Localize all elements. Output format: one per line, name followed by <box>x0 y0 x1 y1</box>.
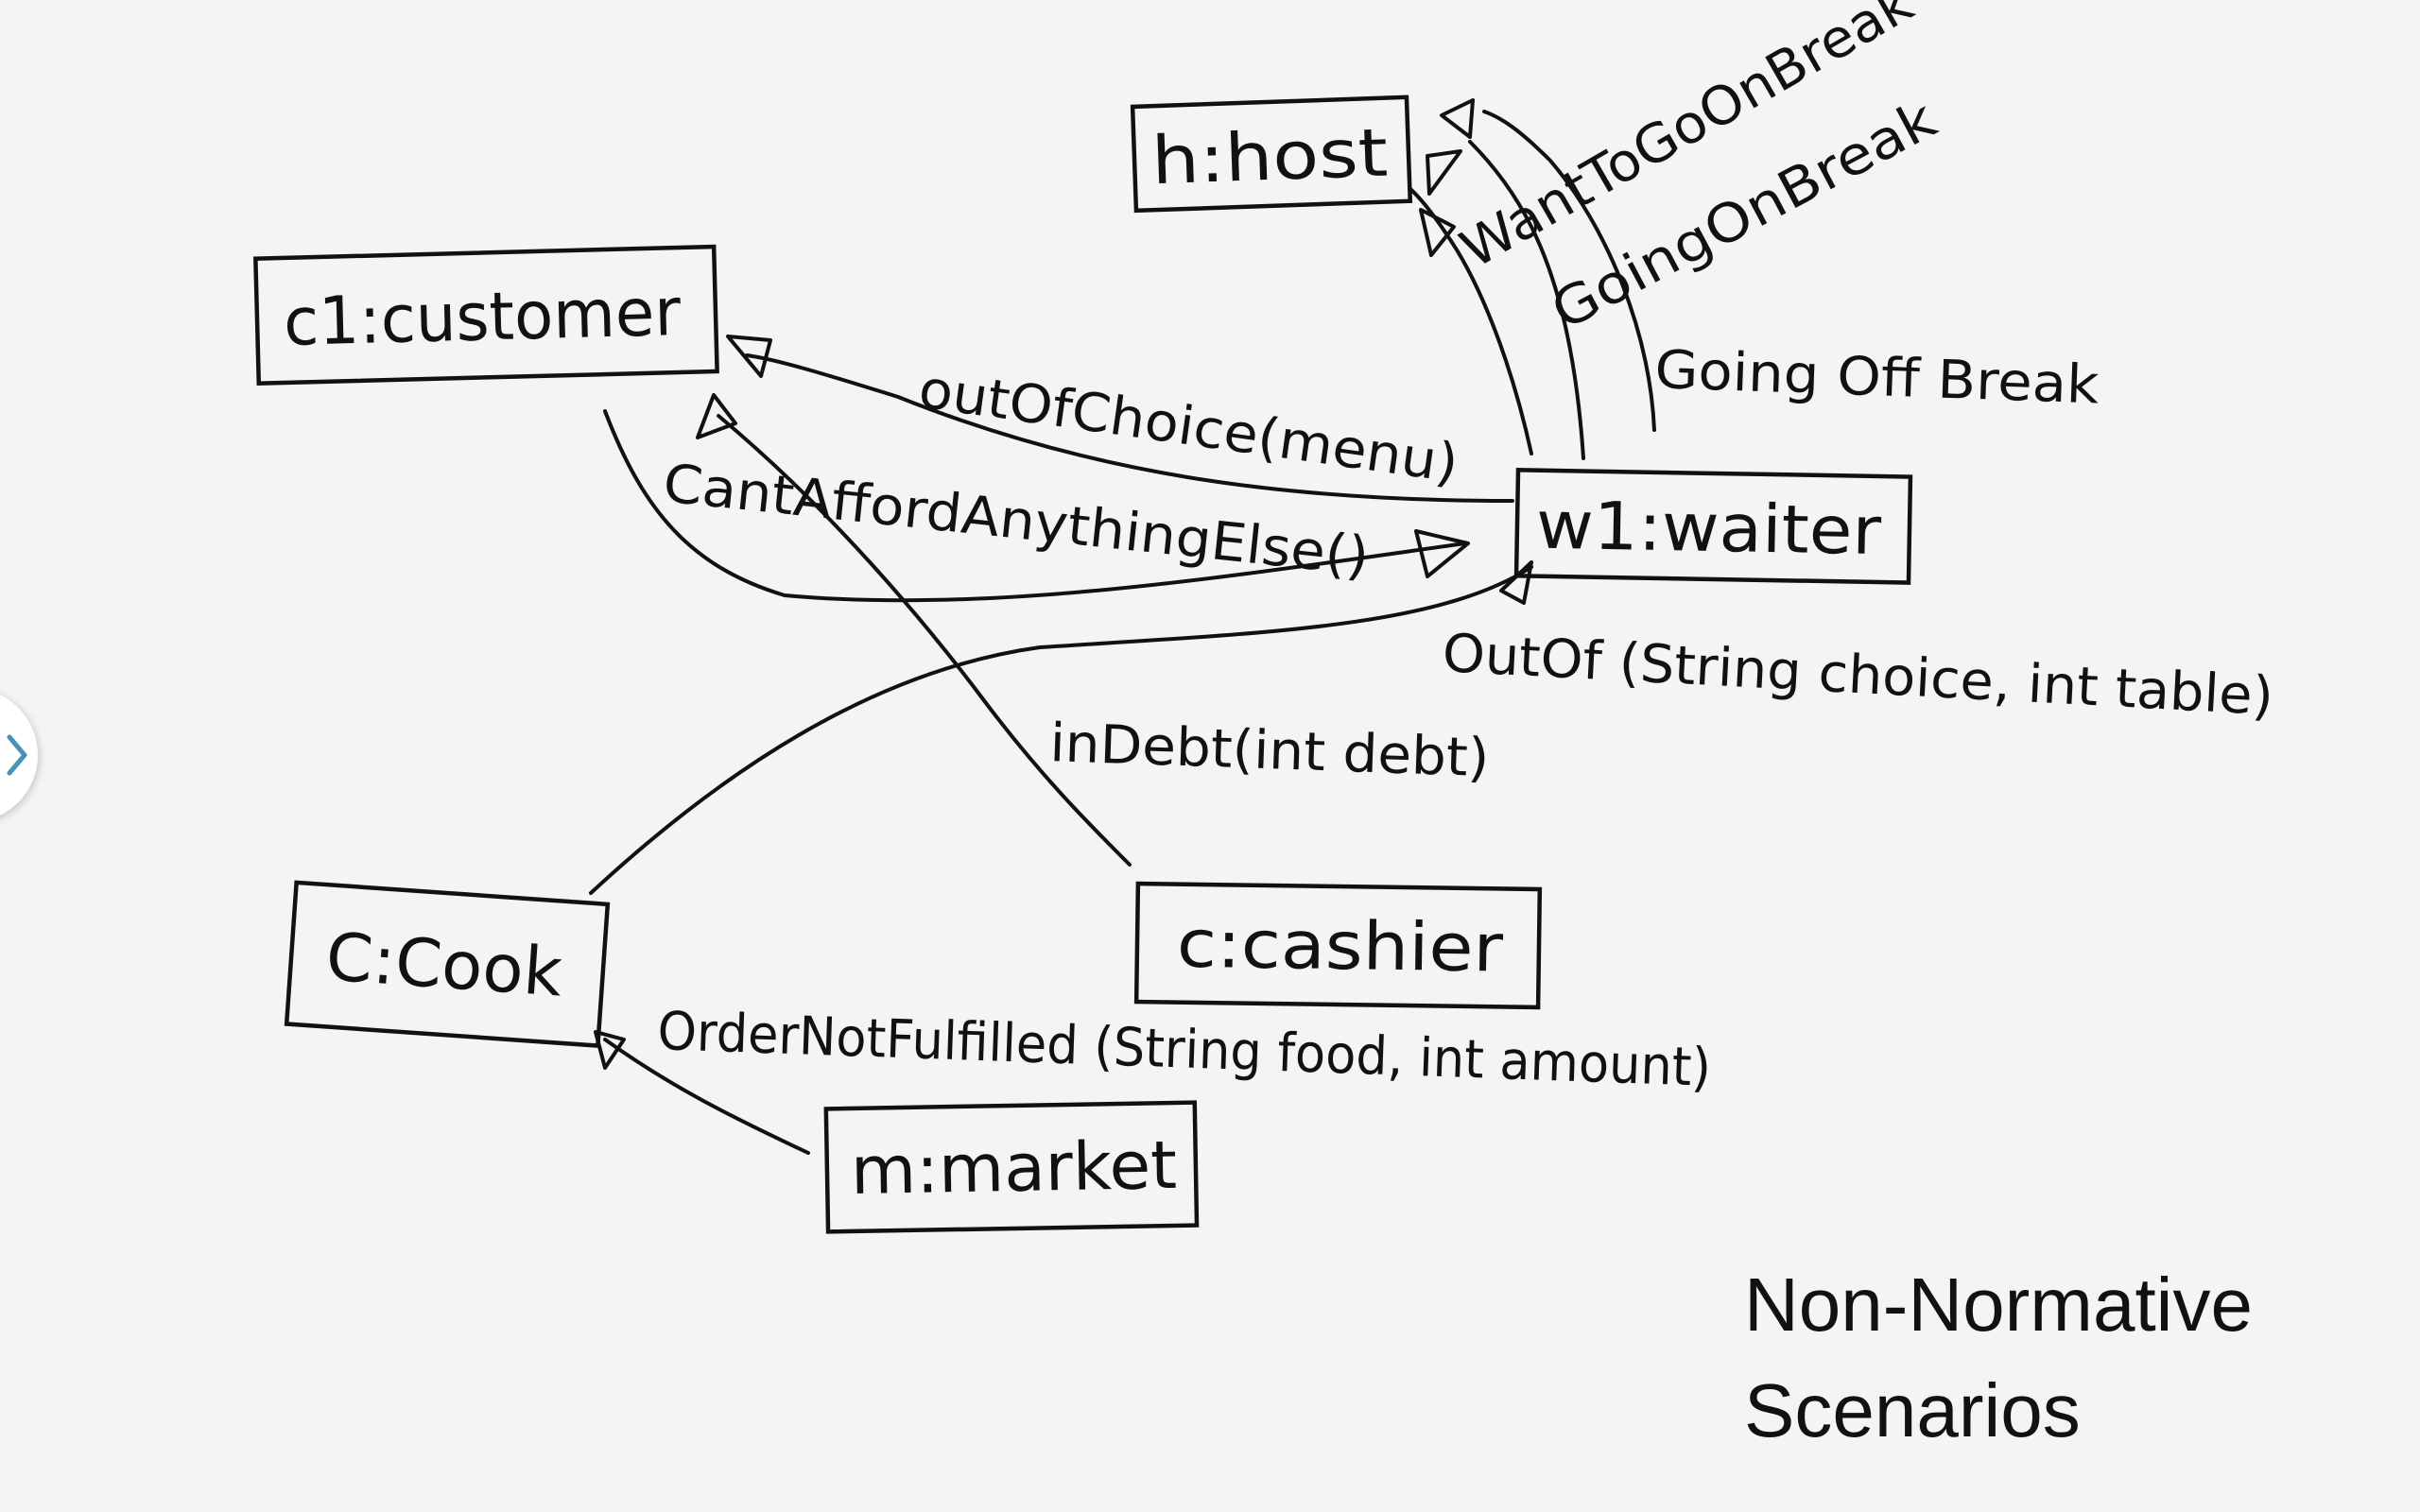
node-waiter[interactable]: w1:waiter <box>1513 468 1913 585</box>
chevron-right-icon <box>7 734 27 776</box>
arrowhead-want-to-go-on-break <box>1419 208 1456 257</box>
node-cook-label: C:Cook <box>323 918 565 1011</box>
node-cashier-label: c:cashier <box>1176 905 1503 988</box>
node-market-label: m:market <box>850 1126 1177 1210</box>
message-order-not-fulfilled: OrderNotFulfilled (String food, int amou… <box>657 1001 1713 1099</box>
arrowhead-going-on-break <box>1426 149 1462 196</box>
connector-going-off-break <box>1482 110 1656 432</box>
message-going-off-break: Going Off Break <box>1654 339 2101 416</box>
node-host[interactable]: h:host <box>1130 94 1413 214</box>
node-host-label: h:host <box>1150 114 1390 200</box>
arrowhead-out-of-choice <box>726 335 772 378</box>
node-waiter-label: w1:waiter <box>1535 487 1882 570</box>
node-cook[interactable]: C:Cook <box>284 880 611 1048</box>
arrowhead-going-off-break <box>1440 98 1475 139</box>
caption-line-1: Non-Normative <box>1744 1263 2253 1347</box>
node-customer[interactable]: c1:customer <box>253 244 719 386</box>
connector-out-of <box>589 565 1533 895</box>
connector-order-not-fulfilled <box>603 1038 810 1155</box>
node-cashier[interactable]: c:cashier <box>1133 881 1543 1010</box>
arrowhead-order-not-fulfilled <box>594 1030 626 1070</box>
message-in-debt: inDebt(int debt) <box>1049 713 1491 789</box>
arrowhead-cant-afford <box>1414 529 1470 578</box>
connector-cant-afford <box>603 409 1467 603</box>
arrowhead-in-debt <box>696 393 737 439</box>
connector-in-debt <box>717 414 1132 867</box>
message-out-of: OutOf (String choice, int table) <box>1441 623 2274 728</box>
connector-want-to-go-on-break <box>1409 187 1533 455</box>
connector-going-on-break <box>1468 140 1585 460</box>
diagram-caption: Non-Normative Scenarios <box>1744 1252 2253 1464</box>
connector-out-of-choice <box>745 353 1514 503</box>
node-market[interactable]: m:market <box>823 1100 1200 1234</box>
message-cant-afford: CantAffordAnythingElse() <box>661 453 1373 588</box>
node-customer-label: c1:customer <box>283 273 682 361</box>
message-out-of-choice: outOfChoice(menu) <box>915 358 1461 494</box>
caption-line-2: Scenarios <box>1744 1368 2081 1452</box>
